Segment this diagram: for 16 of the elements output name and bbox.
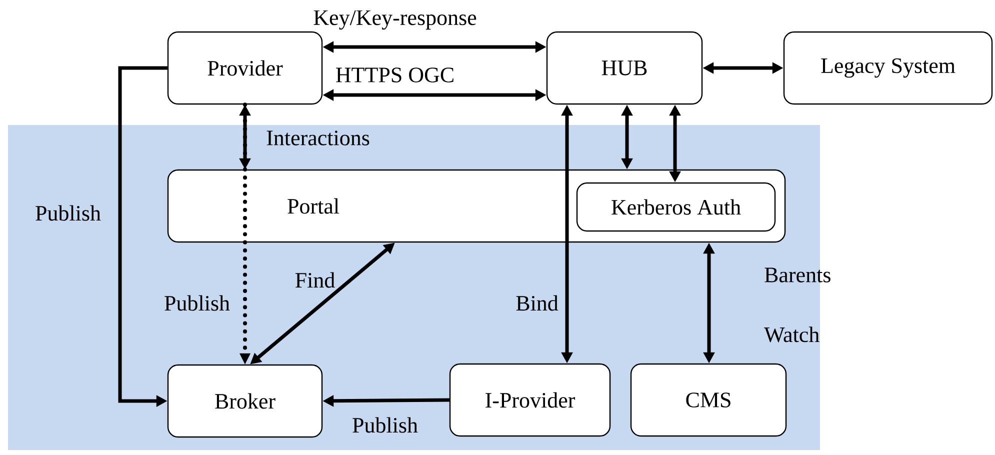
process-box: Provider	[167, 31, 323, 105]
process-box: Broker	[167, 364, 323, 438]
edge-label: HTTPS OGC	[336, 68, 454, 82]
process-box: I-Provider	[449, 363, 611, 437]
edge-label: Publish	[352, 417, 418, 433]
edge-label: Interactions	[266, 130, 370, 146]
process-box: CMS	[630, 363, 787, 437]
edge-label: Find	[295, 272, 335, 288]
edge-label: Publish	[36, 205, 101, 221]
process-box: Legacy System	[783, 31, 993, 105]
edge-label: Key/Key-response	[314, 10, 476, 30]
edge-label: Bind	[516, 295, 558, 311]
process-box: HUB	[546, 31, 703, 105]
inner-box: Kerberos Auth	[576, 182, 776, 232]
edge-label: Publish	[164, 295, 230, 311]
arrow	[240, 102, 250, 364]
